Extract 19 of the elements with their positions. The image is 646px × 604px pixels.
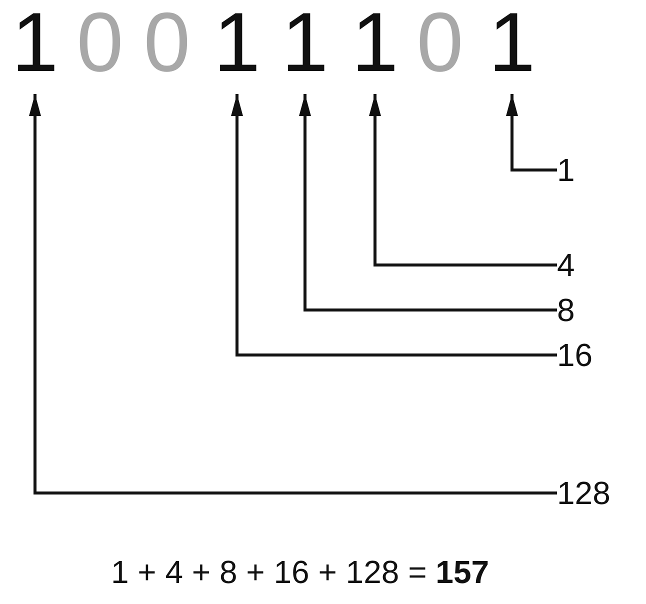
arrow <box>369 94 557 266</box>
binary-digit: 0 <box>139 2 195 94</box>
binary-digit: 1 <box>7 2 63 94</box>
place-value: 8 <box>557 292 575 328</box>
place-value: 1 <box>557 152 575 188</box>
arrow <box>231 94 557 356</box>
place-value: 16 <box>557 337 593 373</box>
place-value: 4 <box>557 247 575 283</box>
binary-digit: 1 <box>209 2 265 94</box>
binary-digit: 1 <box>347 2 403 94</box>
arrow <box>29 94 557 494</box>
arrow <box>506 94 557 172</box>
binary-digit: 1 <box>277 2 333 94</box>
place-value: 128 <box>557 475 610 511</box>
arrow <box>299 94 557 312</box>
binary-digit: 0 <box>72 2 128 94</box>
binary-digit: 0 <box>412 2 468 94</box>
binary-digit: 1 <box>484 2 540 94</box>
sum-equation: 1 + 4 + 8 + 16 + 128 = 157 <box>110 554 490 590</box>
